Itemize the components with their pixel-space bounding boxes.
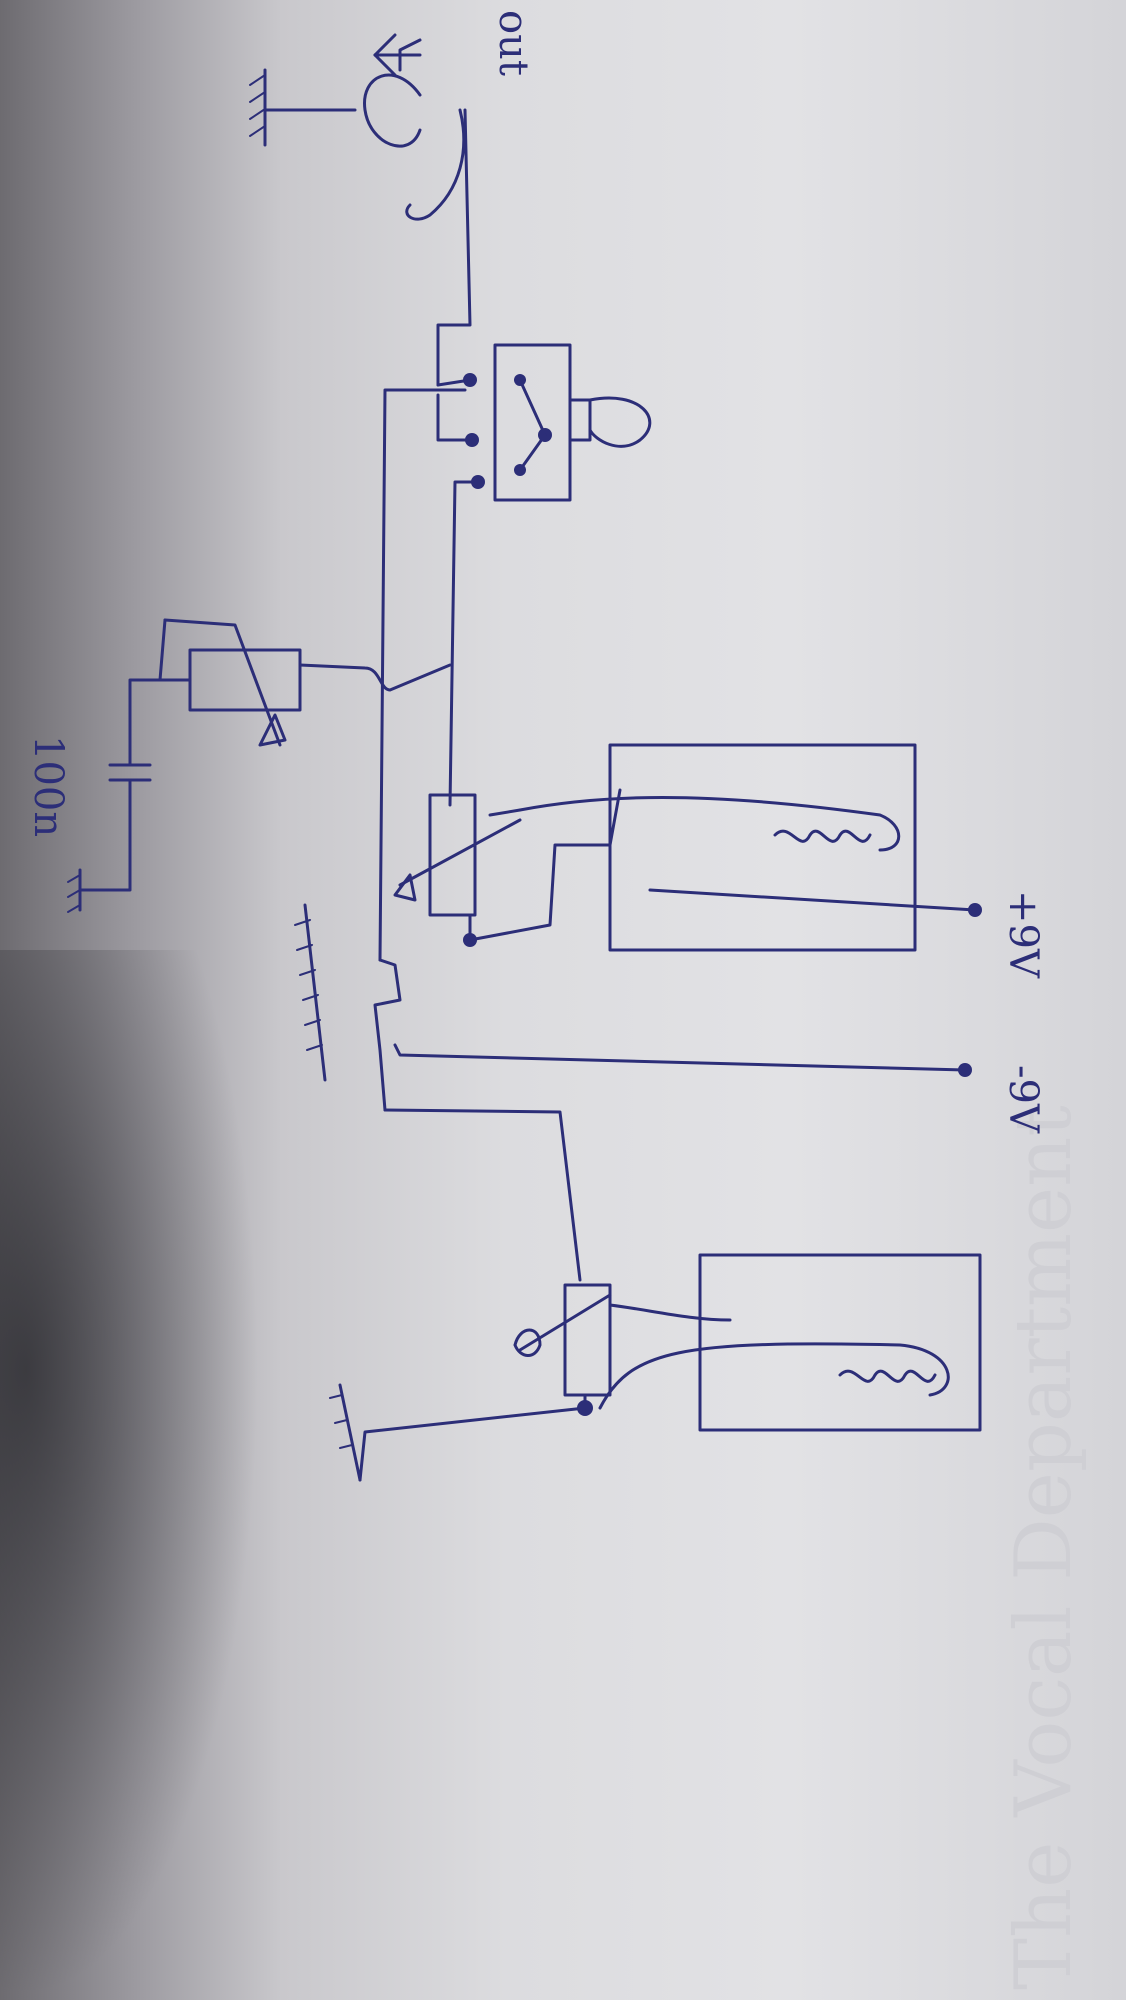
pickup-lower (598, 1253, 982, 1432)
toggle-switch (436, 343, 652, 502)
label-capacitor: 100n (25, 735, 71, 837)
left-rail-wire (378, 388, 467, 962)
pickup-upper (518, 743, 982, 952)
upper-potentiometer (393, 788, 622, 947)
label-minus-9v: -9V (1000, 1065, 1046, 1134)
lower-potentiometer (329, 1283, 612, 1482)
switch-to-pot-wire (448, 480, 480, 807)
output-wire (436, 108, 472, 387)
capacitor-100n (67, 678, 162, 913)
background-text: The Vocal Department (999, 1105, 1089, 1990)
label-out: out (490, 10, 536, 76)
trim-potentiometer (158, 618, 452, 747)
label-plus-9v: +9V (1000, 890, 1046, 979)
output-jack (363, 33, 466, 221)
ground-bus (294, 903, 972, 1282)
ground-symbol-jack (249, 68, 357, 147)
hand-shadow (0, 950, 260, 2000)
